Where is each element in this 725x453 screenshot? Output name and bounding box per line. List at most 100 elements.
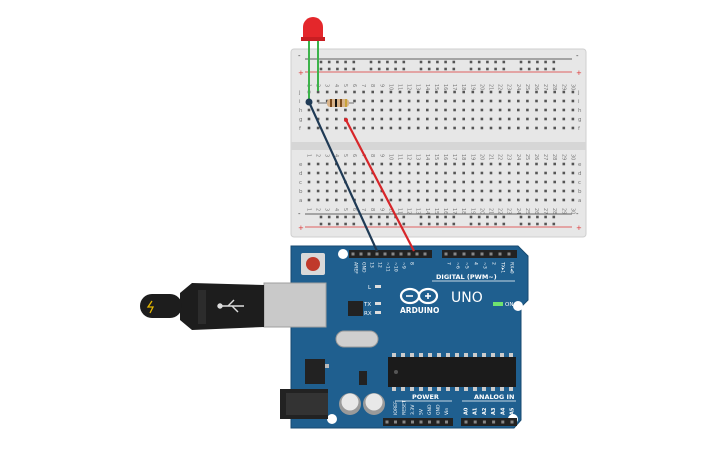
rail-hole[interactable] xyxy=(377,60,381,64)
rail-hole[interactable] xyxy=(427,215,431,219)
breadboard-holes[interactable] xyxy=(307,60,575,226)
breadboard-hole[interactable] xyxy=(325,198,329,202)
digital-pin-socket[interactable] xyxy=(375,252,379,256)
digital-pin-socket[interactable] xyxy=(359,252,363,256)
breadboard-hole[interactable] xyxy=(325,180,329,184)
rail-hole[interactable] xyxy=(444,67,447,71)
breadboard-hole[interactable] xyxy=(453,117,456,121)
breadboard-hole[interactable] xyxy=(507,90,511,94)
breadboard-hole[interactable] xyxy=(444,171,447,175)
breadboard-hole[interactable] xyxy=(562,108,566,112)
breadboard-hole[interactable] xyxy=(426,180,429,184)
breadboard-hole[interactable] xyxy=(535,126,538,130)
breadboard-hole[interactable] xyxy=(507,189,511,193)
rail-hole[interactable] xyxy=(544,60,547,64)
rail-hole[interactable] xyxy=(369,215,373,219)
breadboard-hole[interactable] xyxy=(389,180,393,184)
rail-hole[interactable] xyxy=(502,60,506,64)
breadboard-hole[interactable] xyxy=(462,117,465,121)
breadboard-hole[interactable] xyxy=(553,171,556,175)
rail-hole[interactable] xyxy=(527,222,531,226)
digital-pin-socket[interactable] xyxy=(507,252,511,256)
breadboard-hole[interactable] xyxy=(489,162,493,166)
breadboard-hole[interactable] xyxy=(316,90,320,94)
breadboard-hole[interactable] xyxy=(562,180,566,184)
breadboard-hole[interactable] xyxy=(435,198,438,202)
breadboard-hole[interactable] xyxy=(471,171,475,175)
breadboard-hole[interactable] xyxy=(344,189,347,193)
digital-pin-socket[interactable] xyxy=(480,252,484,256)
breadboard-hole[interactable] xyxy=(453,108,456,112)
rail-hole[interactable] xyxy=(394,222,397,226)
breadboard-hole[interactable] xyxy=(380,198,384,202)
breadboard-hole[interactable] xyxy=(316,198,320,202)
breadboard-hole[interactable] xyxy=(480,180,484,184)
rail-hole[interactable] xyxy=(402,222,406,226)
breadboard-hole[interactable] xyxy=(571,117,575,121)
rail-hole[interactable] xyxy=(469,67,473,71)
digital-header-right[interactable] xyxy=(442,250,517,258)
breadboard-hole[interactable] xyxy=(380,108,384,112)
breadboard-hole[interactable] xyxy=(480,162,484,166)
breadboard-hole[interactable] xyxy=(407,162,411,166)
breadboard-hole[interactable] xyxy=(371,198,374,202)
breadboard-hole[interactable] xyxy=(553,198,556,202)
breadboard-hole[interactable] xyxy=(435,117,438,121)
breadboard-hole[interactable] xyxy=(362,117,365,121)
rail-hole[interactable] xyxy=(502,67,506,71)
red-led[interactable] xyxy=(301,17,325,101)
breadboard-hole[interactable] xyxy=(553,99,556,103)
breadboard-hole[interactable] xyxy=(489,99,493,103)
breadboard-hole[interactable] xyxy=(426,108,429,112)
breadboard-hole[interactable] xyxy=(416,180,420,184)
breadboard-hole[interactable] xyxy=(553,189,556,193)
breadboard-hole[interactable] xyxy=(544,99,547,103)
breadboard-hole[interactable] xyxy=(416,99,420,103)
digital-pin-socket[interactable] xyxy=(471,252,475,256)
rail-hole[interactable] xyxy=(519,215,523,219)
rail-hole[interactable] xyxy=(486,67,489,71)
breadboard-hole[interactable] xyxy=(489,198,493,202)
breadboard-hole[interactable] xyxy=(571,180,575,184)
rail-hole[interactable] xyxy=(477,222,481,226)
rail-hole[interactable] xyxy=(336,67,339,71)
breadboard-hole[interactable] xyxy=(307,180,311,184)
analog-pin-socket[interactable] xyxy=(473,420,477,424)
breadboard-hole[interactable] xyxy=(335,171,338,175)
breadboard-hole[interactable] xyxy=(535,99,538,103)
breadboard-hole[interactable] xyxy=(307,189,311,193)
breadboard-hole[interactable] xyxy=(453,180,456,184)
breadboard-hole[interactable] xyxy=(535,117,538,121)
rail-hole[interactable] xyxy=(427,67,431,71)
rail-hole[interactable] xyxy=(352,67,356,71)
breadboard-hole[interactable] xyxy=(526,90,529,94)
rail-hole[interactable] xyxy=(519,222,523,226)
breadboard-hole[interactable] xyxy=(553,126,556,130)
breadboard-hole[interactable] xyxy=(362,126,365,130)
rail-hole[interactable] xyxy=(502,222,506,226)
breadboard-hole[interactable] xyxy=(444,99,447,103)
breadboard-hole[interactable] xyxy=(535,180,538,184)
breadboard-hole[interactable] xyxy=(462,189,465,193)
breadboard-hole[interactable] xyxy=(371,99,374,103)
breadboard-hole[interactable] xyxy=(471,162,475,166)
rail-hole[interactable] xyxy=(336,222,339,226)
breadboard-hole[interactable] xyxy=(353,189,356,193)
bottom-pin-sockets[interactable] xyxy=(385,420,514,424)
breadboard-hole[interactable] xyxy=(426,117,429,121)
breadboard-hole[interactable] xyxy=(325,117,329,121)
breadboard-hole[interactable] xyxy=(480,171,484,175)
breadboard-hole[interactable] xyxy=(544,180,547,184)
breadboard-hole[interactable] xyxy=(507,117,511,121)
breadboard-hole[interactable] xyxy=(507,108,511,112)
rail-hole[interactable] xyxy=(477,67,481,71)
breadboard-hole[interactable] xyxy=(517,162,520,166)
breadboard-hole[interactable] xyxy=(462,90,465,94)
breadboard-hole[interactable] xyxy=(544,171,547,175)
breadboard-hole[interactable] xyxy=(489,90,493,94)
rail-hole[interactable] xyxy=(552,67,556,71)
breadboard-hole[interactable] xyxy=(453,198,456,202)
breadboard-hole[interactable] xyxy=(526,108,529,112)
rail-hole[interactable] xyxy=(377,222,381,226)
breadboard-hole[interactable] xyxy=(344,198,347,202)
